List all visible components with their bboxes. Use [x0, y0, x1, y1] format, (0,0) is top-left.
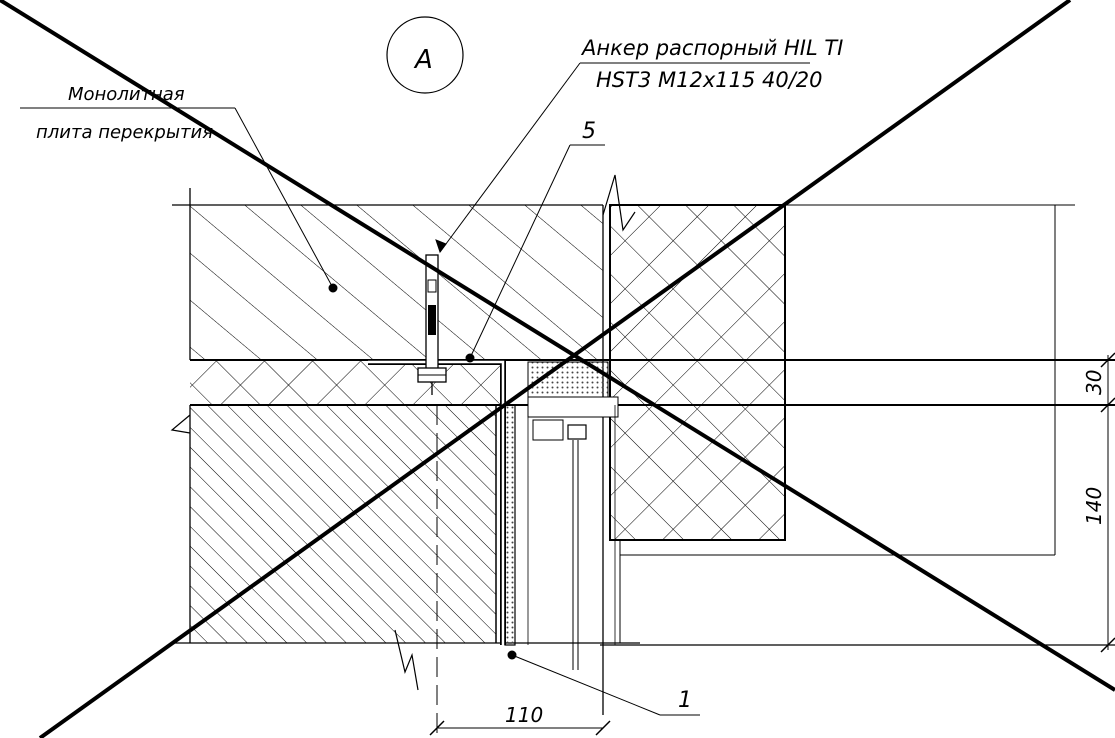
dim-110-label: 110 [505, 703, 543, 727]
dimension-110 [429, 720, 611, 736]
anchor-bolt [417, 254, 447, 395]
leader-lines [20, 62, 810, 716]
section-mark [386, 16, 464, 94]
callout-1: 1 [678, 688, 692, 713]
dim-30-label: 30 [1082, 370, 1106, 395]
window-profile [527, 361, 619, 670]
anchor-label-line1: Анкер распорный HIL TI [580, 36, 843, 60]
lower-wall [170, 405, 640, 691]
callout-5: 5 [582, 119, 596, 144]
slab-label-line1: Монолитная [68, 84, 185, 105]
steel-angle-bracket [368, 359, 516, 646]
monolithic-slab [172, 188, 603, 360]
dimension-vertical [1100, 352, 1115, 653]
section-mark-label: A [413, 45, 433, 75]
dim-140-label: 140 [1082, 487, 1106, 525]
slab-label-line2: плита перекрытия [36, 122, 213, 143]
facade-block [600, 174, 1115, 715]
anchor-label-line2: HST3 M12x115 40/20 [596, 68, 823, 92]
